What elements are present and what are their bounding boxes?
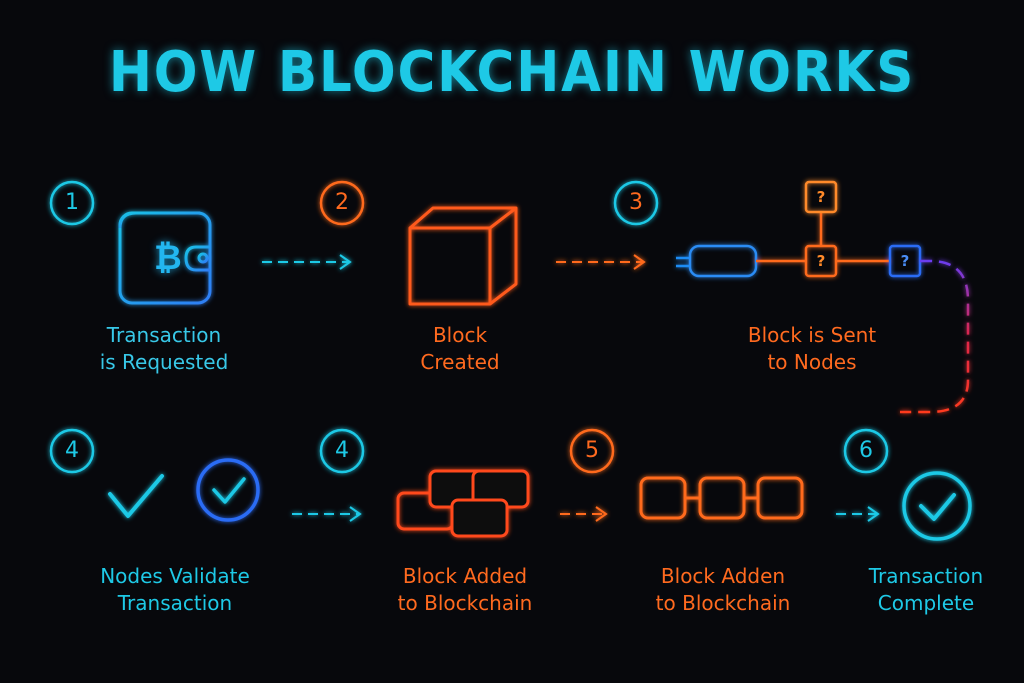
step-4a-badge [49, 428, 95, 474]
step-1-caption-line-2: is Requested [99, 350, 229, 374]
step-1-caption: Transaction is Requested [84, 322, 244, 376]
step-6-caption: Transaction Complete [848, 563, 1004, 617]
bitcoin-wallet-icon [118, 211, 212, 305]
stacked-blocks-icon [396, 469, 530, 538]
step-2-caption-line-1: Block [432, 323, 488, 347]
page-title: HOW BLOCKCHAIN WORKS [108, 40, 916, 105]
step-6-caption-line-1: Transaction [868, 564, 984, 588]
step-4b-caption-line-2: to Blockchain [397, 591, 533, 615]
arrow-4b-to-5 [560, 506, 608, 522]
arrow-1-to-2 [262, 254, 352, 270]
step-1-badge [49, 180, 95, 226]
node-network-icon [676, 180, 922, 278]
row-connector [656, 259, 970, 414]
step-4a-caption: Nodes Validate Transaction [70, 563, 280, 617]
step-2-number: 2 [335, 190, 349, 215]
step-4b-badge [319, 428, 365, 474]
check-circle-icon [902, 471, 972, 541]
node-unknown-mark-middle: ? [816, 252, 826, 270]
step-6-badge [843, 428, 889, 474]
cube-block-icon [408, 206, 518, 306]
step-3-badge [613, 180, 659, 226]
step-6-caption-line-2: Complete [877, 591, 975, 615]
step-1-number: 1 [65, 190, 79, 215]
step-5-number: 5 [585, 438, 599, 463]
step-5-badge [569, 428, 615, 474]
step-5-caption-line-1: Block Adden [660, 564, 786, 588]
step-3-number: 3 [629, 190, 643, 215]
step-3-caption-line-1: Block is Sent [747, 323, 877, 347]
step-6-number: 6 [859, 438, 873, 463]
step-4b-number: 4 [335, 438, 349, 463]
arrow-2-to-3 [556, 254, 646, 270]
checkmark-icon [108, 458, 260, 522]
step-4a-caption-line-1: Nodes Validate [100, 564, 250, 588]
step-2-badge [319, 180, 365, 226]
step-3-caption-line-2: to Nodes [767, 350, 857, 374]
node-unknown-mark-top: ? [816, 188, 826, 206]
step-2-caption-line-2: Created [420, 350, 500, 374]
step-4b-caption: Block Added to Blockchain [370, 563, 560, 617]
step-4b-caption-line-1: Block Added [402, 564, 528, 588]
step-5-caption: Block Adden to Blockchain [628, 563, 818, 617]
step-2-caption: Block Created [390, 322, 530, 376]
step-1-caption-line-1: Transaction [106, 323, 222, 347]
arrow-4a-to-4b [292, 506, 362, 522]
step-3-caption: Block is Sent to Nodes [722, 322, 902, 376]
step-4a-number: 4 [65, 438, 79, 463]
bitcoin-symbol: ₿ [154, 238, 182, 278]
step-4a-caption-line-2: Transaction [117, 591, 233, 615]
node-unknown-mark-right: ? [900, 252, 910, 270]
arrow-5-to-6 [836, 506, 880, 522]
chain-blocks-icon [639, 476, 804, 520]
step-5-caption-line-2: to Blockchain [655, 591, 791, 615]
